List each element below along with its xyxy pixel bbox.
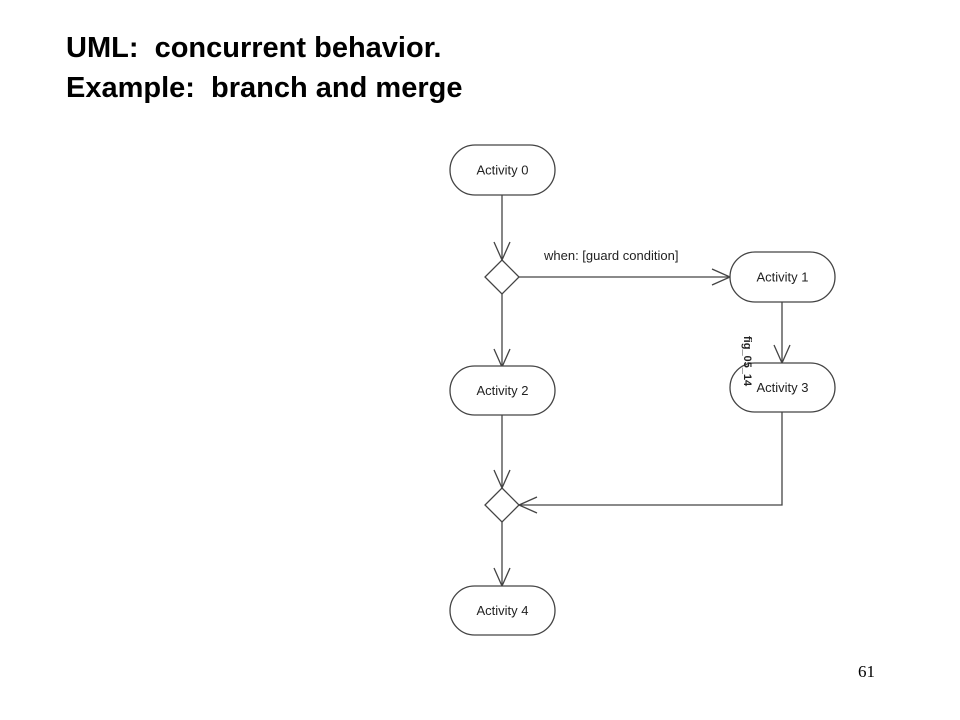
slide-title-line-1: UML: concurrent behavior. [66,32,442,64]
activity-2-label: Activity 2 [476,383,528,398]
activity-4-label: Activity 4 [476,603,528,618]
slide-title-line-2: Example: branch and merge [66,72,463,104]
edge-activity3-to-merge [520,412,783,506]
activity-4-node [449,585,556,636]
activity-0-label: Activity 0 [476,163,528,178]
figure-label: fig_05_14 [741,336,753,387]
activity-3-node [729,362,836,413]
activity-2-node [449,365,556,416]
slide-number: 61 [858,662,875,681]
activity-3-label: Activity 3 [756,380,808,395]
branch-diamond [484,259,520,295]
activity-1-label: Activity 1 [756,270,808,285]
merge-diamond [484,487,520,523]
activity-1-node [729,251,836,303]
activity-0-node [449,144,556,196]
guard-condition-label: when: [guard condition] [543,248,678,263]
